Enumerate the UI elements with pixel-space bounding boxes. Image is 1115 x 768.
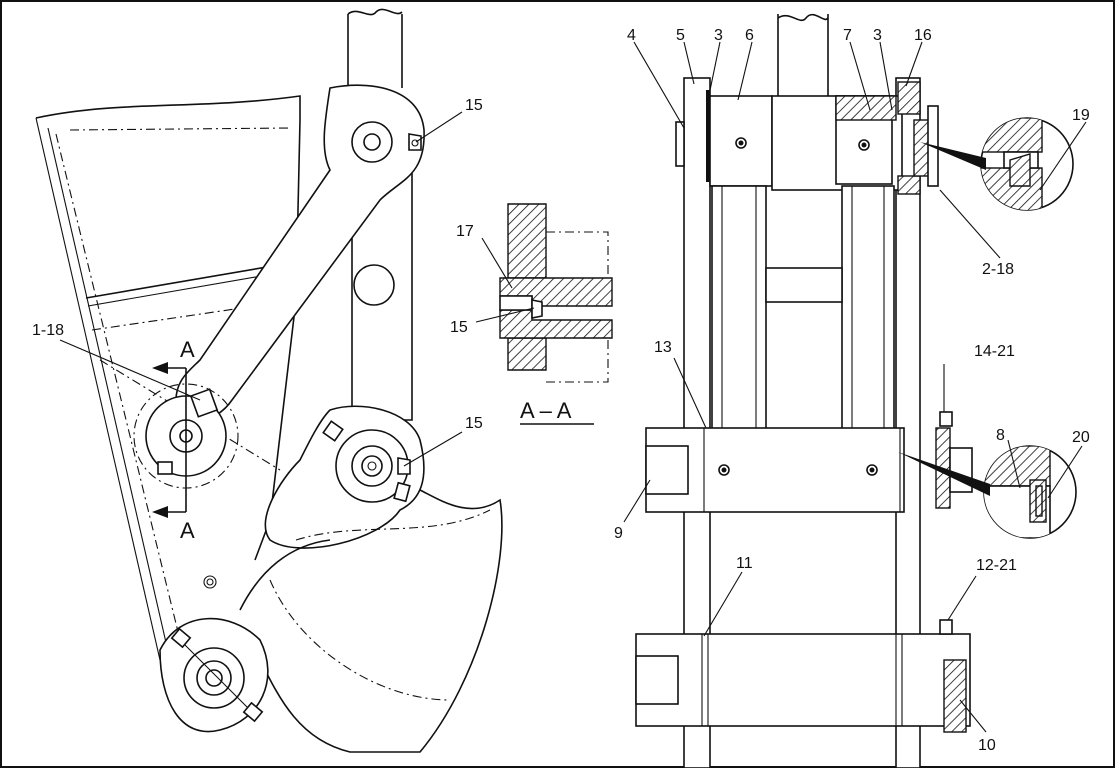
label-3-right: 3 <box>873 27 882 44</box>
label-3-left: 3 <box>714 27 723 44</box>
left-view: 15 15 1-18 A A <box>32 8 503 753</box>
label-4: 4 <box>627 27 636 44</box>
section-title: A – A <box>520 398 572 423</box>
label-2-18: 2-18 <box>982 261 1014 278</box>
label-10: 10 <box>978 737 996 754</box>
right-view: 4 5 3 6 7 3 16 19 2-18 13 14-21 8 20 9 1… <box>614 13 1090 768</box>
label-5: 5 <box>676 27 685 44</box>
label-14-21: 14-21 <box>974 343 1015 360</box>
label-1-18: 1-18 <box>32 322 64 339</box>
label-15-top: 15 <box>465 97 483 114</box>
label-11: 11 <box>736 555 753 572</box>
label-7: 7 <box>843 27 852 44</box>
label-15-section: 15 <box>450 319 468 336</box>
section-a-a: 17 15 A – A <box>450 203 613 425</box>
label-section-a-bottom: A <box>180 518 195 543</box>
label-16: 16 <box>914 27 932 44</box>
label-15-lower: 15 <box>465 415 483 432</box>
label-20: 20 <box>1072 429 1090 446</box>
label-13: 13 <box>654 339 672 356</box>
label-12-21: 12-21 <box>976 557 1017 574</box>
label-8: 8 <box>996 427 1005 444</box>
label-9: 9 <box>614 525 623 542</box>
label-19: 19 <box>1072 107 1090 124</box>
label-17: 17 <box>456 223 474 240</box>
label-section-a-top: A <box>180 337 195 362</box>
label-6: 6 <box>745 27 754 44</box>
